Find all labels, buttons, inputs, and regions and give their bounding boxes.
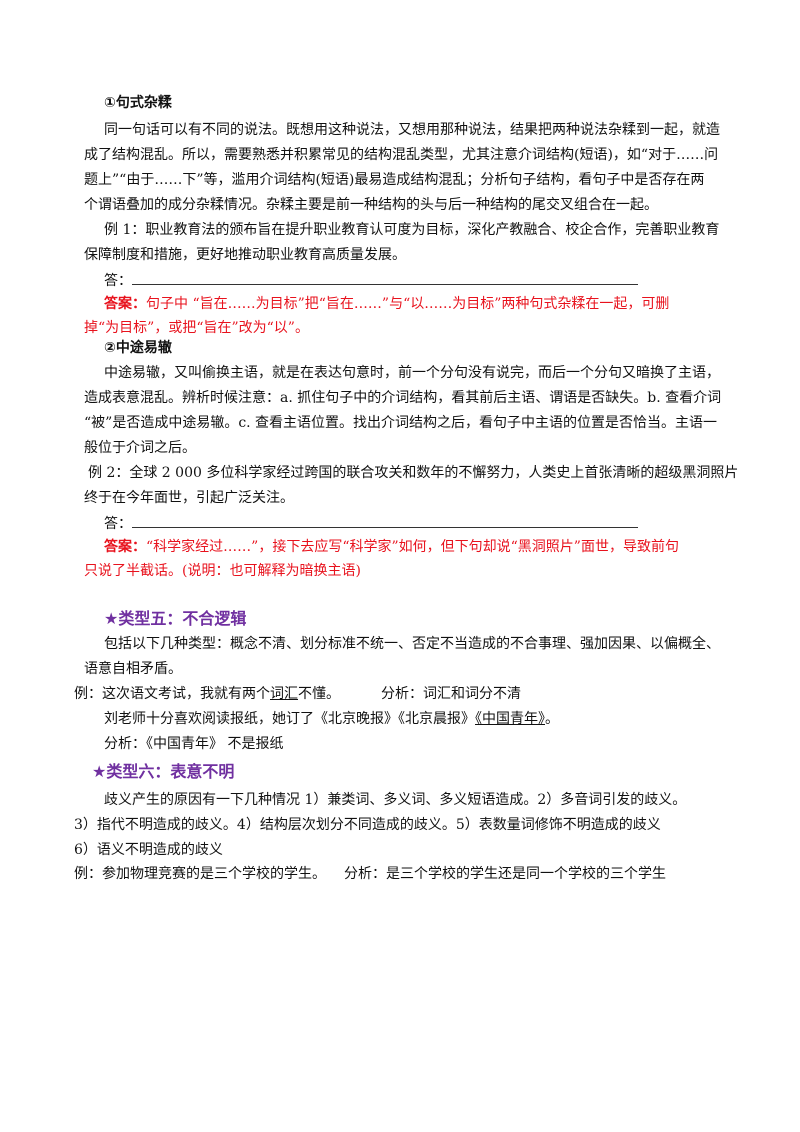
heading-text: 类型五：不合逻辑: [118, 609, 247, 628]
underlined-word: 《中国青年》: [475, 711, 545, 727]
analysis-text: 分析：词汇和词分不清: [381, 686, 521, 702]
answer-text: “科学家经过……”，接下去应写“科学家”如何，但下句却说“黑洞照片”面世，导致前…: [146, 539, 679, 555]
star-icon: ★: [92, 762, 107, 781]
example-line: 终于在今年面世，引起广泛关注。: [84, 490, 294, 506]
answer-prompt: 答：: [104, 513, 638, 534]
example-line: 例 1：职业教育法的颁布旨在提升职业教育认可度为目标，深化产教融合、校企合作，完…: [104, 222, 720, 238]
paragraph-line: 成了结构混乱。所以，需要熟悉并积累常见的结构混乱类型，尤其注意介词结构(短语)，…: [84, 147, 719, 163]
paragraph-line: 般位于介词之后。: [84, 440, 196, 456]
section-title-midway-switch: ②中途易辙: [104, 340, 172, 356]
example-text: 刘老师十分喜欢阅读报纸，她订了《北京晚报》《北京晨报》: [104, 711, 475, 727]
example-line: 例：这次语文考试，我就有两个词汇不懂。: [74, 684, 340, 704]
analysis-text: 分析：是三个学校的学生还是同一个学校的三个学生: [344, 866, 666, 882]
type-six-heading: ★类型六：表意不明: [92, 758, 234, 782]
paragraph-line: 3）指代不明造成的歧义。4）结构层次划分不同造成的歧义。5）表数量词修饰不明造成…: [74, 817, 661, 833]
answer-text: 句子中 “旨在……为目标”把“旨在……”与“以……为目标”两种句式杂糅在一起，可…: [146, 296, 670, 312]
paragraph-line: 语意自相矛盾。: [84, 661, 182, 677]
paragraph-line: 包括以下几种类型：概念不清、划分标准不统一、否定不当造成的不合事理、强加因果、以…: [104, 636, 720, 652]
example-line: 例 2：全球 2 000 多位科学家经过跨国的联合攻关和数年的不懈努力，人类史上…: [88, 465, 739, 481]
example-text: 不懂。: [298, 686, 340, 702]
example-text: 例：这次语文考试，我就有两个: [74, 686, 270, 702]
type-five-heading: ★类型五：不合逻辑: [104, 605, 246, 629]
paragraph-line: 中途易辙，又叫偷换主语，就是在表达句意时，前一个分句没有说完，而后一个分句又暗换…: [104, 365, 720, 381]
answer-line: 答案：句子中 “旨在……为目标”把“旨在……”与“以……为目标”两种句式杂糅在一…: [104, 294, 669, 314]
section-title-mixed-structure: ①句式杂糅: [104, 95, 172, 111]
answer-line: 掉“为目标”，或把“旨在”改为“以”。: [84, 320, 309, 336]
answer-blank-line: [132, 270, 638, 285]
answer-line: 只说了半截话。(说明：也可解释为暗换主语): [84, 563, 361, 579]
analysis-text: 分析：《中国青年》 不是报纸: [104, 736, 284, 752]
example-text: 。: [545, 711, 559, 727]
star-icon: ★: [104, 609, 119, 628]
answer-prompt-label: 答：: [104, 273, 132, 289]
heading-text: 类型六：表意不明: [106, 762, 235, 781]
paragraph-line: 同一句话可以有不同的说法。既想用这种说法，又想用那种说法，结果把两种说法杂糅到一…: [104, 122, 720, 138]
example-line: 刘老师十分喜欢阅读报纸，她订了《北京晚报》《北京晨报》《中国青年》。: [104, 709, 559, 729]
underlined-word: 词汇: [270, 686, 298, 702]
paragraph-line: 歧义产生的原因有一下几种情况 1）兼类词、多义词、多义短语造成。2）多音词引发的…: [104, 792, 687, 808]
example-line: 例：参加物理竞赛的是三个学校的学生。: [74, 866, 326, 882]
answer-label: 答案：: [104, 539, 146, 555]
paragraph-line: “被”是否造成中途易辙。c. 查看主语位置。找出介词结构之后，看句子中主语的位置…: [84, 415, 718, 431]
paragraph-line: 造成表意混乱。辨析时候注意：a. 抓住句子中的介词结构，看其前后主语、谓语是否缺…: [84, 390, 722, 406]
paragraph-line: 6）语义不明造成的歧义: [74, 842, 223, 858]
answer-prompt-label: 答：: [104, 516, 132, 532]
answer-blank-line: [132, 513, 638, 528]
answer-line: 答案：“科学家经过……”，接下去应写“科学家”如何，但下句却说“黑洞照片”面世，…: [104, 537, 679, 557]
answer-prompt: 答：: [104, 270, 638, 291]
answer-label: 答案：: [104, 296, 146, 312]
paragraph-line: 题上”“由于……下”等，滥用介词结构(短语)最易造成结构混乱；分析句子结构，看句…: [84, 172, 705, 188]
paragraph-line: 个谓语叠加的成分杂糅情况。杂糅主要是前一种结构的头与后一种结构的尾交叉组合在一起…: [84, 197, 658, 213]
example-line: 保障制度和措施，更好地推动职业教育高质量发展。: [84, 247, 406, 263]
